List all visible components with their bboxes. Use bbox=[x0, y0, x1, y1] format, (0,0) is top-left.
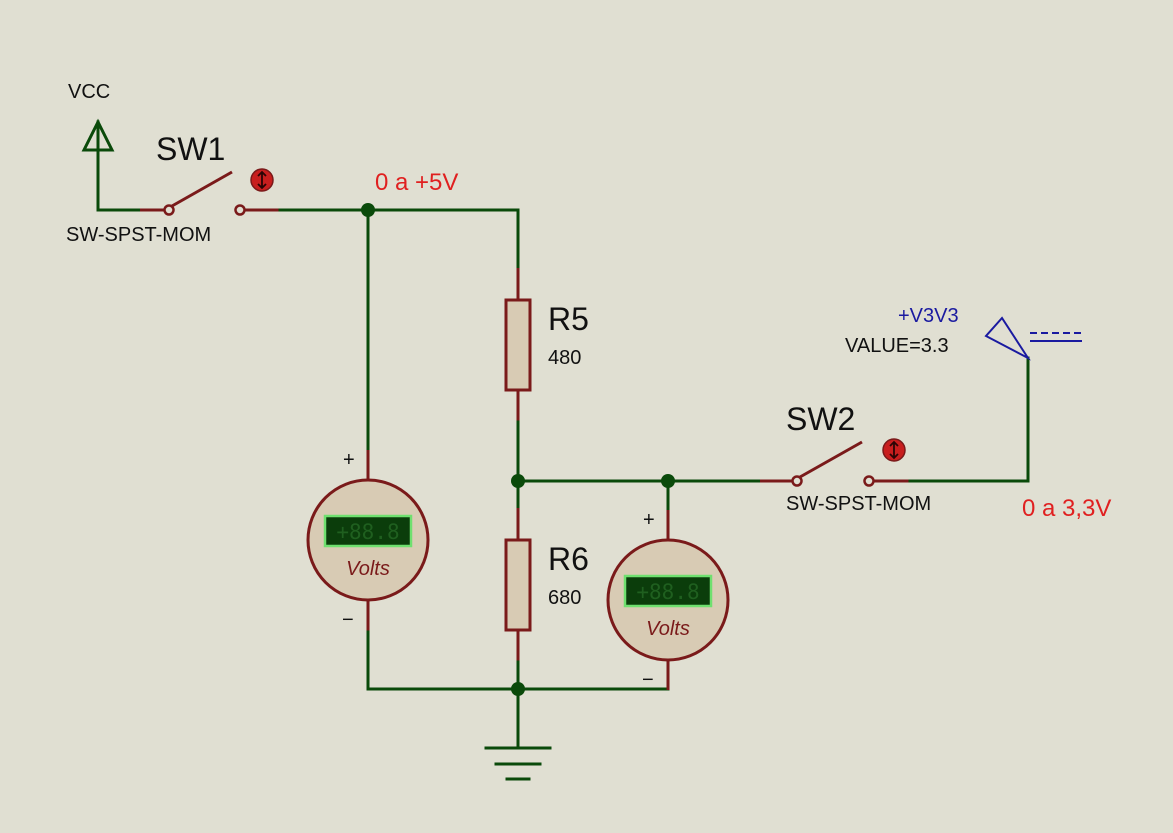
net-3v3-label: 0 a 3,3V bbox=[1022, 495, 1111, 522]
sw1-contact-b bbox=[234, 204, 246, 216]
voltmeter-2-unit: Volts bbox=[646, 618, 690, 640]
sw1-ref: SW1 bbox=[156, 131, 225, 167]
voltmeter-2-plus: + bbox=[643, 509, 655, 531]
r5-body bbox=[504, 298, 532, 392]
r6-ref: R6 bbox=[548, 541, 589, 577]
power-rail-arrow-icon bbox=[984, 316, 1031, 361]
vcc-label: VCC bbox=[68, 81, 110, 103]
sw2-lever bbox=[799, 440, 863, 479]
power-rail-v3v3[interactable]: +V3V3 VALUE=3.3 bbox=[845, 305, 1082, 361]
voltmeter-2-display bbox=[623, 574, 713, 608]
r5-ref: R5 bbox=[548, 301, 589, 337]
sw2-contact-a bbox=[791, 475, 803, 487]
sw1-lever bbox=[171, 170, 233, 208]
vcc-terminal[interactable]: VCC bbox=[68, 81, 167, 212]
resistor-r6[interactable]: R6 680 bbox=[504, 508, 589, 662]
r5-value: 480 bbox=[548, 347, 581, 369]
ground-symbol-icon bbox=[484, 746, 552, 781]
sw2-ref: SW2 bbox=[786, 401, 855, 437]
sw2-contact-b bbox=[863, 475, 875, 487]
resistor-r5[interactable]: R5 480 bbox=[504, 268, 589, 422]
voltmeter-1-unit: Volts bbox=[346, 558, 390, 580]
power-rail-value: VALUE=3.3 bbox=[845, 335, 949, 357]
r6-value: 680 bbox=[548, 587, 581, 609]
sw1-contact-a bbox=[163, 204, 175, 216]
r6-body bbox=[504, 538, 532, 632]
sw2-type: SW-SPST-MOM bbox=[786, 493, 931, 515]
net-3v3-wire bbox=[908, 356, 1030, 483]
voltmeter-1-minus: − bbox=[342, 609, 354, 631]
voltmeter-2-reading: +88.8 bbox=[636, 580, 699, 604]
switch-sw1[interactable]: SW1 SW-SPST-MOM bbox=[66, 131, 280, 246]
voltmeter-2[interactable]: +88.8 Volts + − bbox=[606, 509, 730, 691]
power-rail-name: +V3V3 bbox=[898, 305, 959, 327]
voltmeter-1-display bbox=[323, 514, 413, 548]
voltmeter-1-plus: + bbox=[343, 449, 355, 471]
sw1-type: SW-SPST-MOM bbox=[66, 224, 211, 246]
voltmeter-1-reading: +88.8 bbox=[336, 520, 399, 544]
switch-sw2[interactable]: SW2 SW-SPST-MOM bbox=[760, 401, 931, 515]
net-5v-label: 0 a +5V bbox=[375, 169, 458, 196]
net-5v-wire bbox=[278, 208, 520, 274]
voltmeter-1[interactable]: +88.8 Volts + − bbox=[306, 449, 430, 662]
junction-gnd bbox=[511, 682, 525, 696]
vcc-wire bbox=[96, 150, 167, 212]
junction-mid bbox=[511, 474, 525, 488]
voltmeter-2-minus: − bbox=[642, 669, 654, 691]
